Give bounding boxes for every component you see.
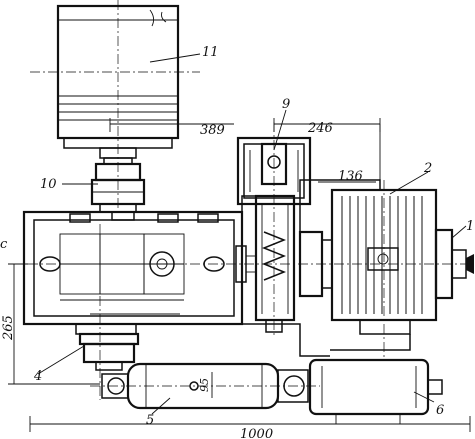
dim-389: 389 — [200, 123, 225, 138]
support-4 — [78, 332, 140, 371]
leader-lines — [37, 53, 467, 415]
callout-6: 6 — [436, 403, 444, 418]
dim-265: 265 — [1, 315, 16, 341]
base-6 — [308, 358, 443, 424]
dim-136: 136 — [338, 169, 363, 184]
dim-1000: 1000 — [240, 427, 273, 439]
callout-10: 10 — [40, 177, 57, 192]
callout-5: 5 — [146, 413, 154, 428]
finned-unit-2 — [298, 180, 474, 360]
gearbox — [10, 210, 470, 400]
frame — [241, 124, 411, 357]
callout-1: 1 — [466, 219, 474, 234]
dim-95: 95 — [198, 378, 211, 392]
dimensions — [8, 118, 471, 432]
cylinder-5 — [90, 362, 320, 410]
callout-c: c — [0, 237, 8, 252]
dim-246: 246 — [307, 121, 333, 136]
callout-4: 4 — [33, 369, 42, 384]
lever-mechanism-9 — [236, 122, 312, 335]
callout-9: 9 — [282, 97, 290, 112]
callout-2: 2 — [423, 161, 432, 176]
callout-11: 11 — [202, 45, 219, 60]
